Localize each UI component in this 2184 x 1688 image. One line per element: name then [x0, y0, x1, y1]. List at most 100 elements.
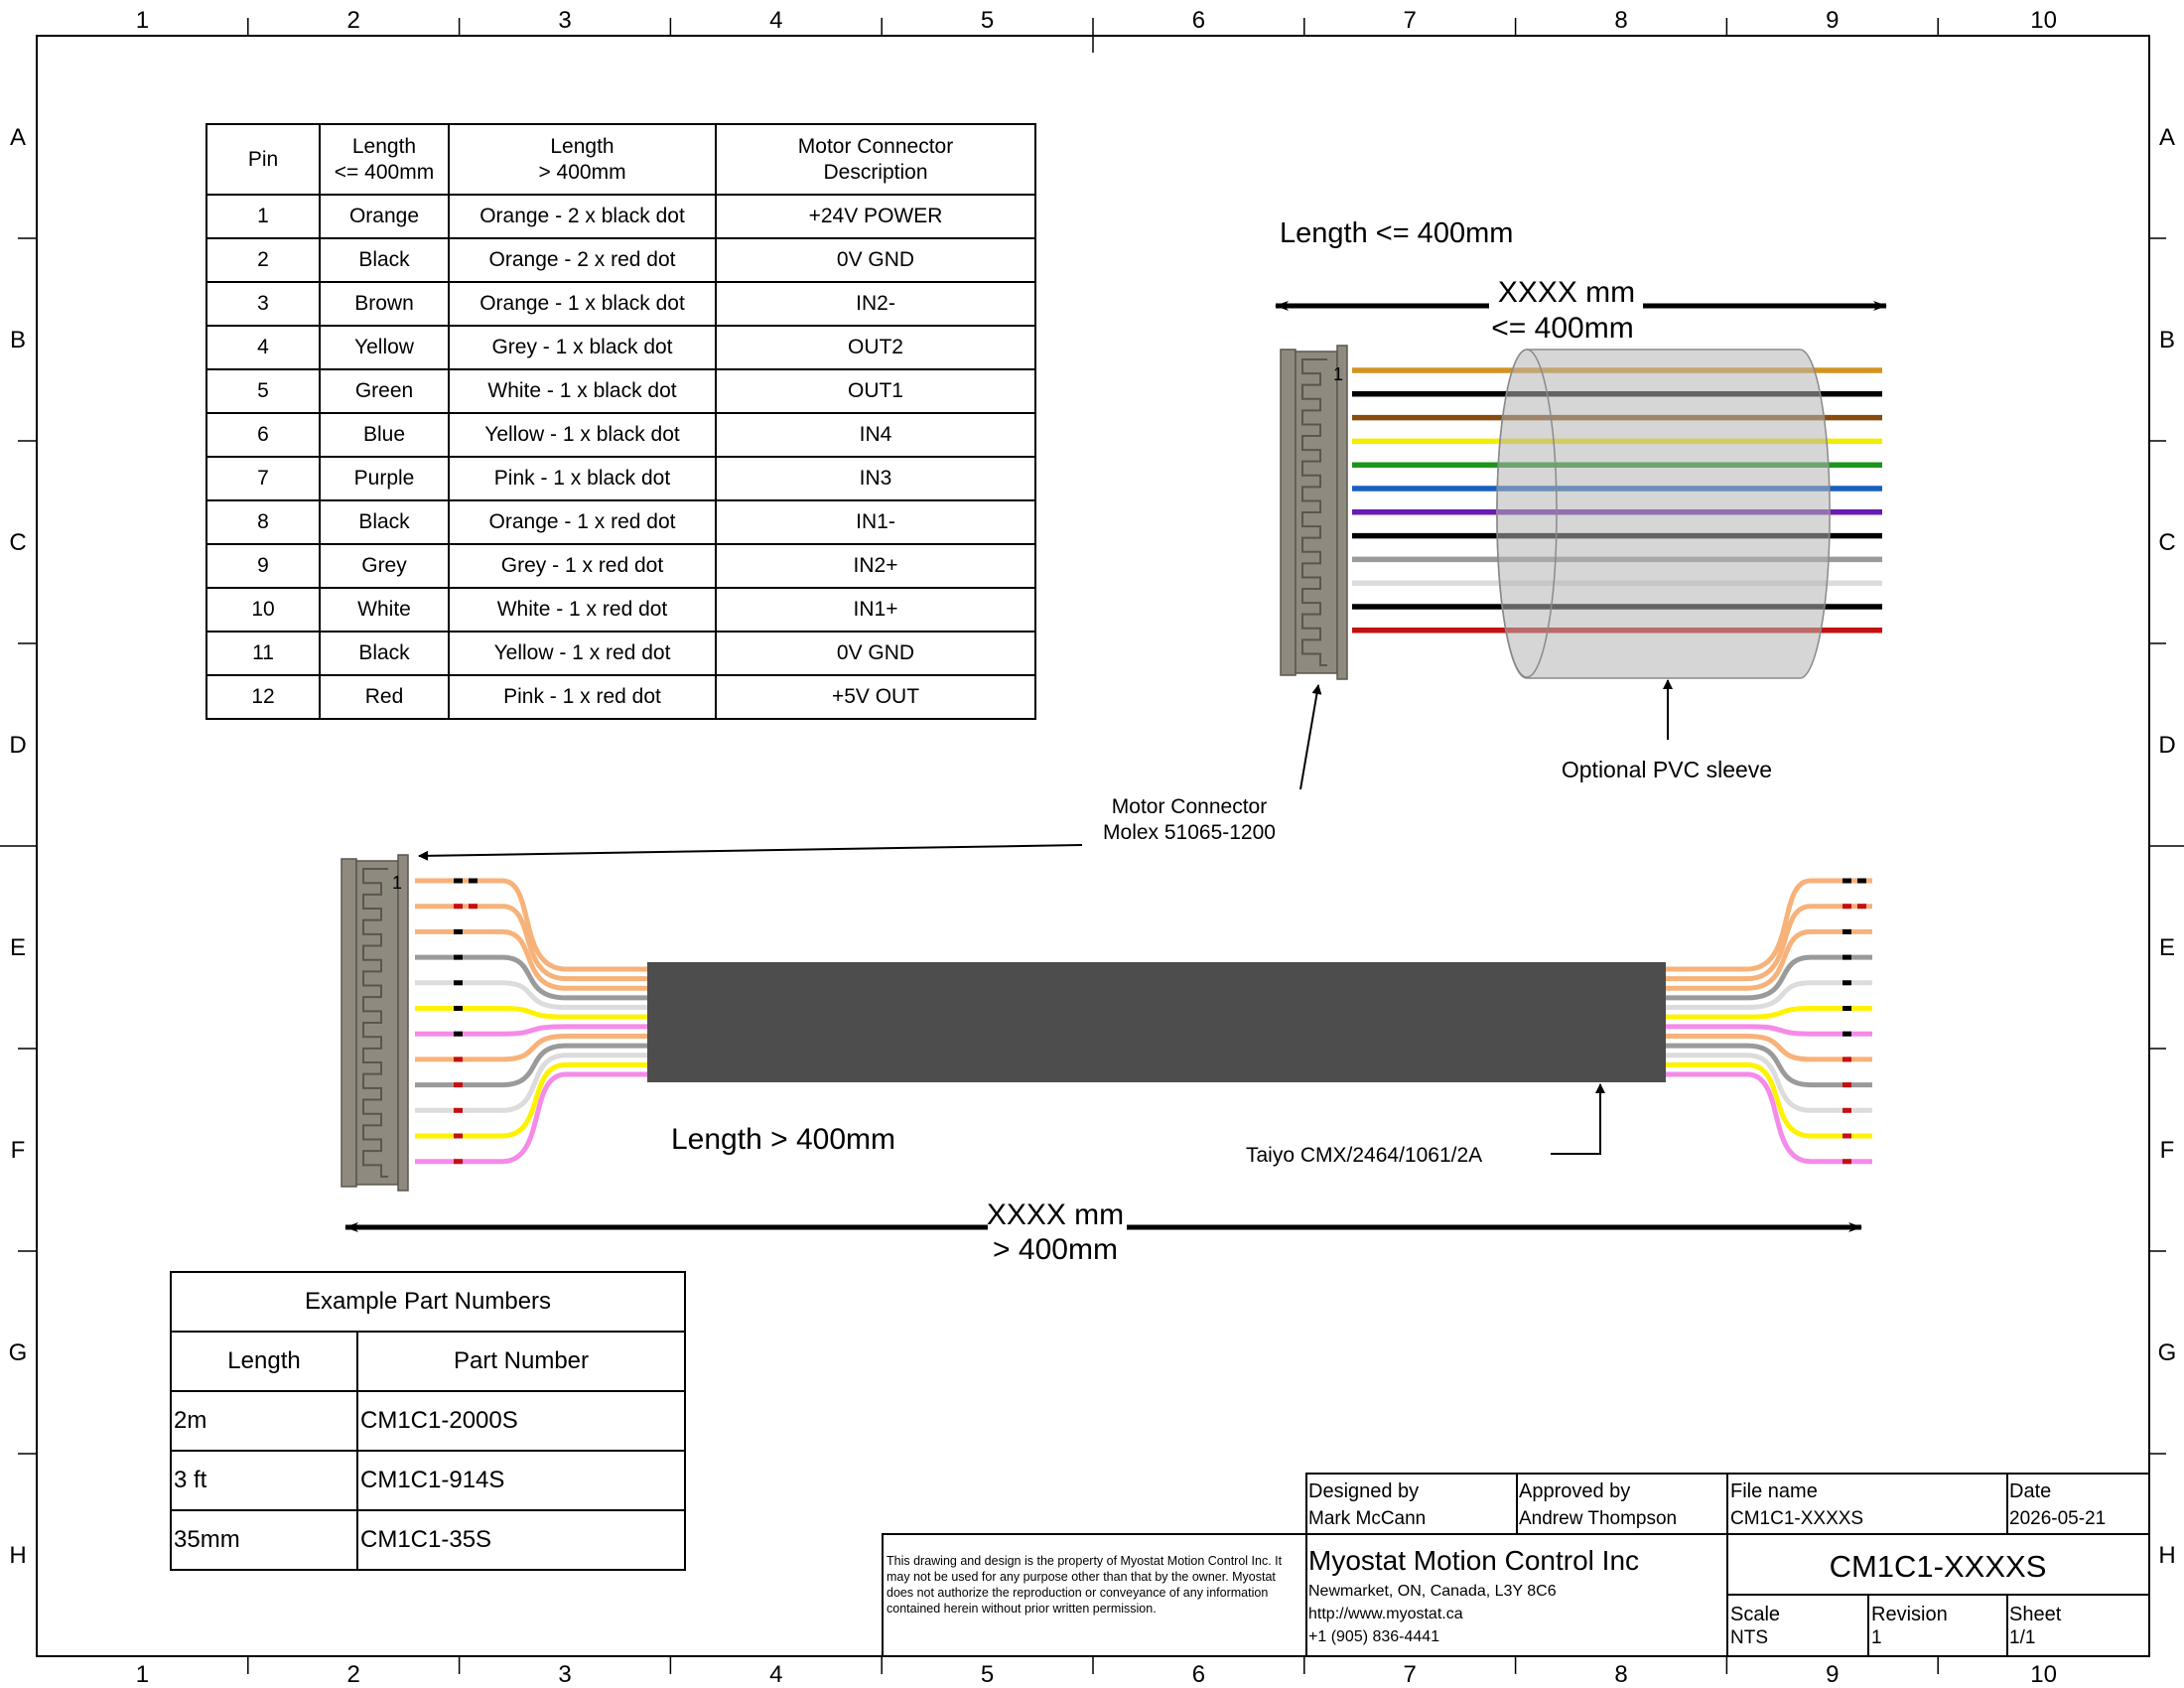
frame-row-label-right: D [2158, 732, 2175, 759]
pin-table-header-short-length: Length <= 400mm [319, 123, 450, 196]
connector-flange [397, 854, 409, 1192]
pin-table-cell-description: 0V GND [715, 631, 1036, 676]
wire-dot-marker-right [1843, 1006, 1851, 1011]
long-cable-wire-left [415, 878, 650, 972]
part-number-table: Example Part Numbers Length Part Number … [170, 1271, 686, 1571]
frame-column-label-bottom: 6 [1192, 1661, 1205, 1688]
wire-dot-marker-left [469, 904, 478, 910]
long-cable-wire-left [415, 1033, 650, 1062]
frame-column-label-bottom: 1 [136, 1661, 149, 1688]
sheet-value: 1/1 [2009, 1627, 2036, 1648]
pin-table-cell-short-color: Blue [319, 412, 450, 458]
pin-table-cell-long-color: Orange - 2 x red dot [448, 237, 717, 283]
pin-table-cell-pin: 11 [205, 631, 321, 676]
approved-by-value: Andrew Thompson [1519, 1508, 1678, 1529]
long-cable-wire-left [415, 904, 650, 982]
part-table-cell-length: 3 ft [170, 1450, 358, 1511]
pin-table-cell-description: IN2+ [715, 543, 1036, 589]
connector-leader-long [418, 844, 1083, 861]
pin-table-cell-description: +24V POWER [715, 194, 1036, 239]
connector-flange [1336, 345, 1348, 680]
frame-column-label-bottom: 3 [558, 1661, 571, 1688]
frame-column-label-bottom: 7 [1404, 1661, 1417, 1688]
long-dimension-value: XXXX mm [987, 1198, 1124, 1231]
long-cable-wire-right [1663, 1024, 1872, 1037]
wire-dot-marker-left [454, 904, 463, 910]
pin-table-cell-description: +5V OUT [715, 674, 1036, 720]
frame-column-label-top: 7 [1404, 7, 1417, 34]
wire-dot-marker-right [1843, 1107, 1851, 1113]
long-cable-wire-left [415, 1006, 650, 1020]
long-cable-wire-right [1663, 980, 1872, 1011]
frame-column-label-top: 9 [1826, 7, 1839, 34]
connector-label-name: Motor Connector [1112, 795, 1267, 818]
pin-table-cell-short-color: Yellow [319, 325, 450, 370]
wire-dot-marker-left [454, 1159, 463, 1165]
scale-label: Scale [1730, 1604, 1781, 1625]
frame-column-label-top: 2 [347, 7, 360, 34]
pin-table-cell-description: IN1- [715, 499, 1036, 545]
long-cable-wire-right [1663, 1033, 1872, 1062]
wire-dot-marker-left [454, 954, 463, 960]
drawing-number: CM1C1-XXXXS [1830, 1549, 2047, 1584]
pin-table-cell-description: IN2- [715, 281, 1036, 327]
disclaimer-text: This drawing and design is the property … [887, 1554, 1283, 1616]
long-cable-wires [415, 878, 1872, 1165]
connector-housing [341, 858, 357, 1188]
pin-table-cell-description: OUT2 [715, 325, 1036, 370]
pin-table-cell-pin: 1 [205, 194, 321, 239]
pin-table-header-description: Motor Connector Description [715, 123, 1036, 196]
pin-table-header-long-length: Length > 400mm [448, 123, 717, 196]
connector-leader-short [1299, 684, 1322, 790]
scale-value: NTS [1730, 1627, 1768, 1648]
pin-table-cell-long-color: Pink - 1 x black dot [448, 456, 717, 501]
long-cable-wire-left [415, 1071, 650, 1165]
pin-table-cell-pin: 9 [205, 543, 321, 589]
wire-dot-marker-left [454, 878, 463, 884]
long-cable-wire-right [1663, 878, 1872, 972]
long-cable-wire-left [415, 980, 650, 1011]
frame-row-label-right: C [2158, 529, 2175, 556]
pin-table-cell-pin: 3 [205, 281, 321, 327]
connector-housing [1280, 349, 1297, 676]
frame-column-label-top: 3 [558, 7, 571, 34]
pin-table-header-row: Pin Length <= 400mm Length > 400mm Motor… [205, 123, 1036, 196]
frame-row-label-left: B [10, 327, 26, 353]
pin-table-cell-description: 0V GND [715, 237, 1036, 283]
long-cable-wire-left [415, 1053, 650, 1113]
wire-dot-marker-left [469, 878, 478, 884]
pin-table-cell-long-color: Grey - 1 x black dot [448, 325, 717, 370]
long-cable-wire-right [1663, 1053, 1872, 1113]
frame-column-label-top: 8 [1614, 7, 1627, 34]
long-cable-wire-right [1663, 928, 1872, 991]
long-cable-wire-left [415, 1024, 650, 1037]
frame-row-label-left: C [9, 529, 26, 556]
frame-row-label-left: A [10, 124, 26, 151]
cable-type-label: Taiyo CMX/2464/1061/2A [1246, 1144, 1482, 1167]
wire-dot-marker-right [1857, 904, 1866, 910]
part-table-cell-length: 35mm [170, 1509, 358, 1571]
wire-dot-marker-left [454, 1031, 463, 1037]
pin-table-cell-short-color: White [319, 587, 450, 633]
pin-table-cell-description: IN4 [715, 412, 1036, 458]
pin-table-cell-pin: 4 [205, 325, 321, 370]
wire-dot-marker-right [1843, 928, 1851, 934]
part-table-title: Example Part Numbers [170, 1271, 686, 1333]
long-cable-wire-right [1663, 1071, 1872, 1165]
wire-dot-marker-left [454, 1082, 463, 1088]
wire-dot-marker-right [1843, 1159, 1851, 1165]
company-website: http://www.myostat.ca [1308, 1606, 1463, 1622]
wire-dot-marker-right [1843, 1082, 1851, 1088]
short-dimension-value: XXXX mm [1498, 276, 1635, 309]
long-cable-wire-right [1663, 1006, 1872, 1020]
connector-contact-pattern [362, 868, 388, 1178]
pin-table-cell-pin: 6 [205, 412, 321, 458]
